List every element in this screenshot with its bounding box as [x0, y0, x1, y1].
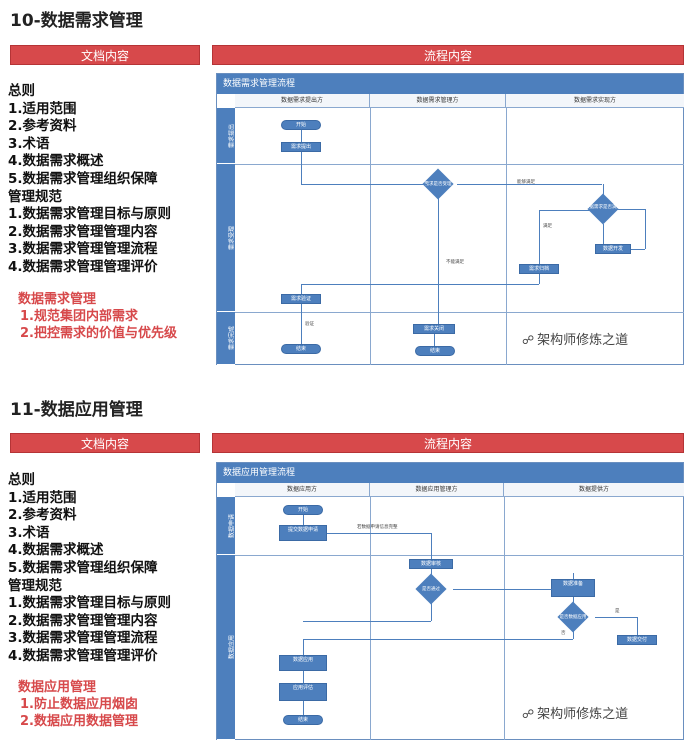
highlight-block-10: 数据需求管理 1.规范集团内部需求 2.把控需求的价值与优先级 — [18, 291, 177, 342]
row-header: 需求受理 — [217, 164, 236, 312]
watermark-10: ☍架构师修炼之道 — [522, 333, 629, 348]
flow-node: 需求归档 — [519, 264, 559, 274]
doc-content-banner-10: 文档内容 — [10, 45, 200, 65]
doc-item: 2.数据需求管理管理内容 — [8, 612, 158, 629]
doc-item: 4.数据需求概述 — [8, 153, 104, 170]
doc-item: 3.数据需求管理管理流程 — [8, 241, 158, 258]
flow-diagram-11: 数据应用管理流程 数据应用方 数据应用管理方 数据提供方 数据申请 数据应用 开… — [216, 462, 684, 740]
section-10-title: 10-数据需求管理 — [10, 11, 143, 31]
flow-node: 数据应用 — [279, 655, 327, 671]
doc-outline-10: 总则 1.适用范围 2.参考资料 3.术语 4.数据需求概述 5.数据需求管理组… — [8, 83, 171, 277]
lane-header: 数据需求提出方 — [235, 94, 370, 108]
doc-outline-11: 总则 1.适用范围 2.参考资料 3.术语 4.数据需求概述 5.数据需求管理组… — [8, 472, 171, 666]
flow-node: 需求关闭 — [413, 324, 455, 334]
doc-item: 3.数据需求管理管理流程 — [8, 630, 158, 647]
doc-item: 总则 — [8, 472, 35, 488]
flow-diagram-10: 数据需求管理流程 数据需求提出方 数据需求管理方 数据需求实现方 需求提出 需求… — [216, 73, 684, 365]
flow-node: 需求验证 — [281, 294, 321, 304]
lane-header: 数据需求实现方 — [506, 94, 684, 108]
lane-header: 数据需求管理方 — [370, 94, 506, 108]
highlight-item: 2.数据应用数据管理 — [20, 714, 138, 729]
highlight-item: 2.把控需求的价值与优先级 — [20, 326, 177, 341]
flow-node: 数据交付 — [617, 635, 657, 645]
doc-item: 5.数据需求管理组织保障 — [8, 170, 158, 187]
flow-node: 开始 — [283, 505, 323, 515]
doc-content-banner-11: 文档内容 — [10, 433, 200, 453]
flow-node: 结束 — [415, 346, 455, 356]
section-11-title: 11-数据应用管理 — [10, 400, 143, 420]
flow-node: 需求提出 — [281, 142, 321, 152]
row-header: 数据应用 — [217, 555, 236, 740]
doc-item: 1.数据需求管理目标与原则 — [8, 206, 172, 223]
highlight-item: 1.规范集团内部需求 — [20, 309, 138, 324]
row-header: 需求提出 — [217, 108, 236, 164]
lane-header: 数据应用管理方 — [370, 483, 504, 497]
highlight-title: 数据应用管理 — [18, 680, 97, 695]
wechat-icon: ☍ — [522, 707, 535, 721]
highlight-title: 数据需求管理 — [18, 292, 97, 307]
doc-item: 总则 — [8, 83, 35, 99]
doc-item: 2.参考资料 — [8, 507, 77, 524]
highlight-item: 1.防止数据应用烟囱 — [20, 697, 138, 712]
flow-node: 数据开发 — [595, 244, 631, 254]
doc-item: 管理规范 — [8, 188, 62, 205]
flow-node: 结束 — [281, 344, 321, 354]
doc-item: 2.参考资料 — [8, 118, 77, 135]
flow-title: 数据应用管理流程 — [217, 463, 683, 483]
doc-item: 4.数据需求管理管理评价 — [8, 647, 158, 664]
doc-item: 3.术语 — [8, 524, 50, 541]
doc-item: 4.数据需求概述 — [8, 542, 104, 559]
lane-header: 数据应用方 — [235, 483, 370, 497]
row-header: 需求完成 — [217, 312, 236, 365]
doc-item: 1.数据需求管理目标与原则 — [8, 595, 172, 612]
flow-content-banner-11: 流程内容 — [212, 433, 684, 453]
lane-header: 数据提供方 — [504, 483, 684, 497]
doc-item: 3.术语 — [8, 135, 50, 152]
doc-item: 管理规范 — [8, 577, 62, 594]
doc-item: 5.数据需求管理组织保障 — [8, 559, 158, 576]
flow-node: 应用评估 — [279, 683, 327, 701]
flow-node: 数据准备 — [551, 579, 595, 597]
flow-node: 开始 — [281, 120, 321, 130]
flow-content-banner-10: 流程内容 — [212, 45, 684, 65]
flow-node: 结束 — [283, 715, 323, 725]
watermark-11: ☍架构师修炼之道 — [522, 707, 629, 722]
wechat-icon: ☍ — [522, 333, 535, 347]
doc-item: 1.适用范围 — [8, 100, 77, 117]
flow-node: 提交数据申请 — [279, 525, 327, 541]
flow-title: 数据需求管理流程 — [217, 74, 683, 94]
row-header: 数据申请 — [217, 497, 236, 555]
flow-node: 数据审核 — [409, 559, 453, 569]
doc-item: 2.数据需求管理管理内容 — [8, 223, 158, 240]
doc-item: 1.适用范围 — [8, 489, 77, 506]
doc-item: 4.数据需求管理管理评价 — [8, 258, 158, 275]
highlight-block-11: 数据应用管理 1.防止数据应用烟囱 2.数据应用数据管理 — [18, 679, 138, 730]
